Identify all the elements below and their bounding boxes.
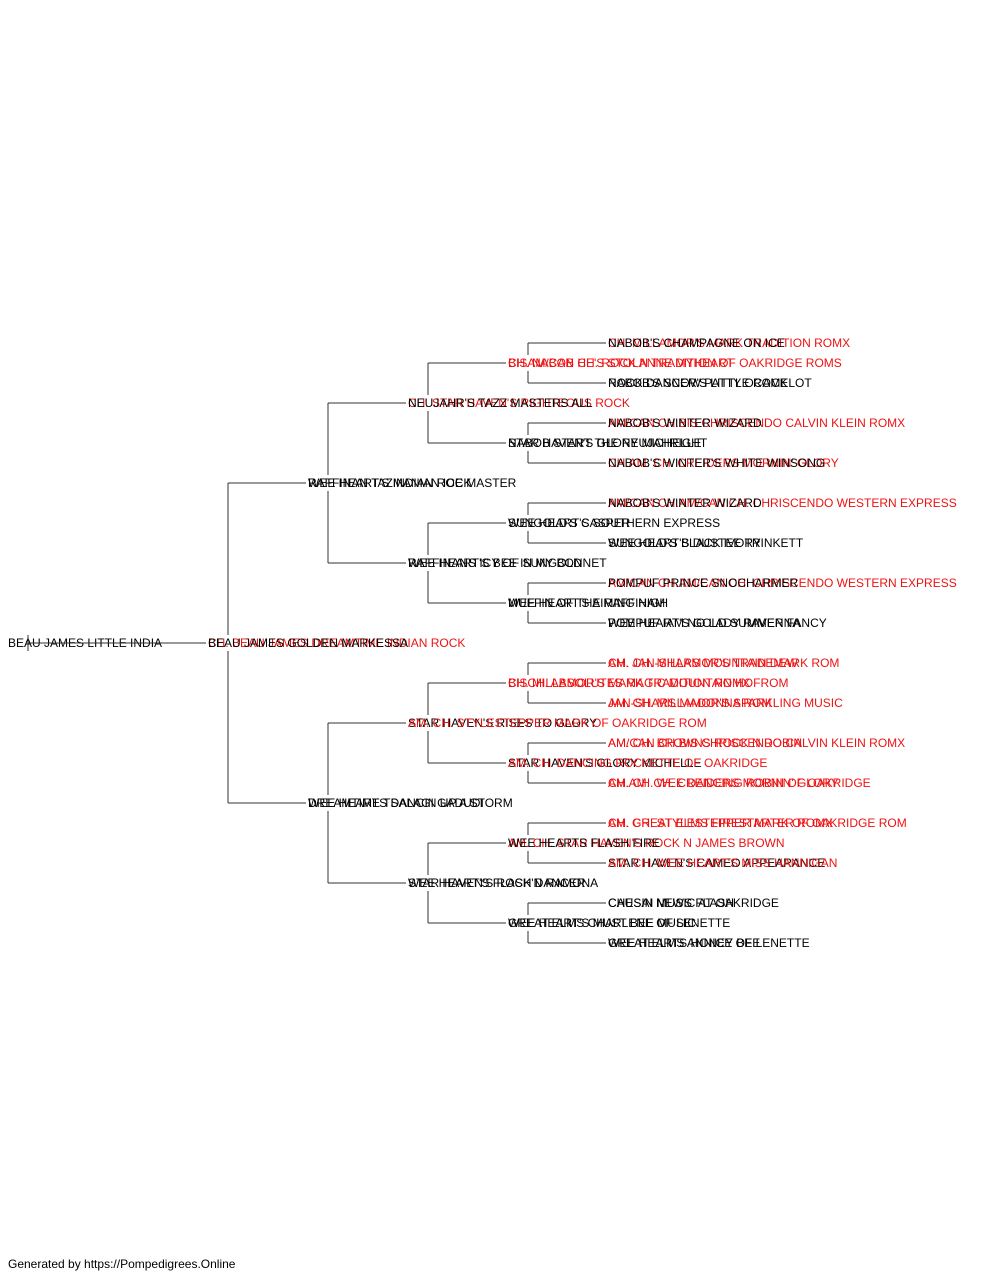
ancestor-gen4-name: BISCH. ABSOLUTES MAGIC MOUNTAIN HOFROM: [508, 676, 788, 690]
ancestor-gen5-name: CH.AM. CH. CREIDERS MORNIN' GLORY: [608, 776, 839, 790]
ancestor-gen5-name: ROCK DANCER'S LITTLE ROCK: [608, 376, 788, 390]
ancestor-gen5-name: NABOB'S CHAMPAGNE ON ICE: [608, 336, 785, 350]
ancestor-gen4-name: WEE HEART'S AIMING HIGH: [508, 596, 668, 610]
ancestor-gen5-name: WEE HEARTS HONEY BEE: [608, 936, 760, 950]
ancestor-gen5-name: CH. MILLAMOR'S MARK TRADITION ROMX: [608, 336, 850, 350]
ancestor-gen5-name: NABOB'S WINTER WIZARD: [608, 416, 762, 430]
ancestor-gen4-name: NABOB START THE NEUJAHRIGHT: [508, 436, 708, 450]
ancestor-gen5-name: AM/CAN CH.AM/CAN CH. CHRISCENDO WESTERN …: [608, 496, 957, 510]
ancestor-gen4-name: STAR HAVEN'S GLORY MICHELLE: [508, 436, 701, 450]
ancestor-gen4-name: WEE HEART'S SOUTHERN EXPRESS: [508, 516, 720, 530]
ancestor-gen4-name: MUFFIN OF THE RAFFINAM: [508, 596, 665, 610]
ancestor-gen1-name: CH. BEAU JAMES DREAMTIME INDIAN ROCK: [208, 636, 465, 650]
ancestor-gen5-name: AM. CH. BROWNS ROCK N ROBIN: [608, 736, 802, 750]
ancestor-gen2-name: WEE HEARTS DANCIN UP A STORM: [308, 796, 513, 810]
ancestor-gen4-name: CH. NABOB HE'S STOLANNE MYHEART: [508, 356, 735, 370]
ancestor-gen5-name: AM/CAN CH.BIS CHRISCENDO CALVIN KLEIN RO…: [608, 736, 905, 750]
ancestor-gen1-name: BEAU JAMES GOLDEN MARKESSA: [208, 636, 408, 650]
ancestor-gen4-name: AM. CH. STAR HAVEN'S ROCK N JAMES BROWN: [508, 836, 785, 850]
ancestor-gen3-name: CH. STAR HAVEN'S RIGHTEOUS ROCK: [408, 396, 630, 410]
ancestor-gen5-name: CH.AM. CH. CREIDERS MORNIN' GLORY: [608, 456, 839, 470]
ancestor-gen5-name: POMPUF PRINCE SNOCHARMER: [608, 576, 798, 590]
ancestor-gen3-name: WEE HEART'S BEE IN MY BONNET: [408, 556, 607, 570]
ancestor-gen5-name: AM. CH. WEE HEART'S MISS HANNIGAN: [608, 856, 837, 870]
ancestor-gen5-name: NABOB'S WINTER WIZARD: [608, 496, 762, 510]
ancestor-gen2-name: RAFFINAN TAZMANIAN ICE MASTER: [308, 476, 517, 490]
ancestor-gen5-name: NABOB'S WINTER'S WHITE WINSONG: [608, 456, 825, 470]
ancestor-gen4-name: CH. MILLAMOR'S MARK TRADITION ROMX: [508, 676, 750, 690]
ancestor-gen2-name: WEE HEART'S INDIAN ROCK: [308, 476, 471, 490]
ancestor-gen5-name: WEE HEART'S GOLD SUMMER FANCY: [608, 616, 827, 630]
ancestor-gen4-name: WEE HEARTS FLASH FIRE: [508, 836, 660, 850]
ancestor-gen3-name: NEUJAHR'S TAZZ MASTERS ALL: [408, 396, 593, 410]
ancestor-gen5-name: WEE HEART'S DUSTEE TRINKETT: [608, 536, 804, 550]
ancestor-gen5-name: SUNGOLD'S BLACK IVORY: [608, 536, 761, 550]
ancestor-gen5-name: CHESAI NEWS FLASH: [608, 896, 734, 910]
ancestor-gen3-name: WEE HEART'S FLASH DANCER: [408, 876, 586, 890]
ancestor-gen5-name: GREAT ELMS ANNICE OF LENETTE: [608, 936, 810, 950]
ancestor-gen4-name: GREAT ELMS CHARLENE OF LENETTE: [508, 916, 730, 930]
ancestor-gen5-name: STAR HAVEN'S CAMEO APPEARANCE: [608, 856, 825, 870]
ancestor-gen5-name: AM. CH. WEE DANCING ROBIN OF OAKRIDGE: [608, 776, 871, 790]
ancestor-gen5-name: CH. JAN-SHARS MOUNTAIN DEW: [608, 656, 798, 670]
ancestor-gen2-name: DREAMTIME TSALAGI GADUDI: [308, 796, 484, 810]
ancestor-gen5-name: AM. CH. MILLAMOR'S TRADEMARK ROM: [608, 656, 839, 670]
ancestor-gen5-name: AM. CH. MILLAMOR'S SPARKLING MUSIC: [608, 696, 843, 710]
ancestor-gen5-name: POMPUF IAM NO LADY RAVENNA: [608, 616, 800, 630]
ancestor-gen5-name: CH. GREAT ELMS FIRESTARTER ROMX: [608, 816, 833, 830]
ancestor-gen5-name: AM/CAN CH.BIS CHRISCENDO CALVIN KLEIN RO…: [608, 416, 905, 430]
ancestor-gen5-name: NABOB'S SNOW PATTY OCAMELOT: [608, 376, 812, 390]
ancestor-gen5-name: CAUSIN MUSIC AT OAKRIDGE: [608, 896, 779, 910]
ancestor-gen5-name: AM/CAN CH.AM/CAN CH. CHRISCENDO WESTERN …: [608, 576, 957, 590]
ancestor-gen3-name: AM. CH. STYLESTEPPER MARK OF OAKRIDGE RO…: [408, 716, 707, 730]
ancestor-gen4-name: WEE HEART'S MUST BEE MUSIC: [508, 916, 696, 930]
footer-credit: Generated by https://Pompedigrees.Online: [8, 1257, 236, 1271]
ancestor-gen4-name: BISAM/CAN CH. ROCK N TRADITION OF OAKRID…: [508, 356, 842, 370]
ancestor-gen5-name: AM. CH. STYLESTEPPER MARK OF OAKRIDGE RO…: [608, 816, 907, 830]
ancestor-gen3-name: STAR HAVEN'S RISES TO GLORY: [408, 716, 597, 730]
ancestor-gen3-name: RAFFINANS ICY OF SUNGOLD: [408, 556, 582, 570]
ancestor-gen4-name: SUNGOLD'S CASPER: [508, 516, 631, 530]
ancestor-gen5-name: JAN-SHARS MADONNA ROM: [608, 696, 771, 710]
ancestor-gen4-name: AM. CH. DANCING ROCKETTE OF OAKRIDGE: [508, 756, 767, 770]
ancestor-gen4-name: STAR HAVEN'S GLORY MICHELLE: [508, 756, 701, 770]
ancestor-gen3-name: STAR HAVEN'S ROCK'N RAMONA: [408, 876, 598, 890]
